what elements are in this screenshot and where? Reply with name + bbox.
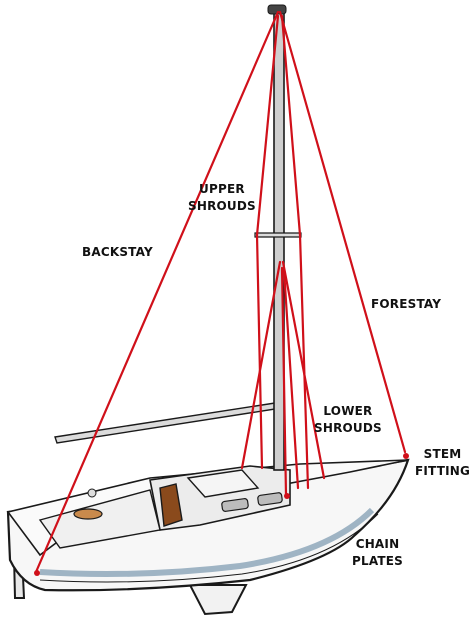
upper-shroud-left-lower (255, 233, 264, 470)
keel (188, 584, 248, 616)
cockpit-hatch (73, 508, 103, 520)
boom (54, 402, 276, 444)
label-forestay: FORESTAY (371, 297, 442, 311)
label-lower-shrouds: LOWER SHROUDS (314, 404, 382, 435)
cabin-window-2 (257, 492, 283, 506)
spreaders (254, 232, 302, 238)
label-backstay: BACKSTAY (82, 245, 153, 259)
upper-shroud-right (280, 14, 302, 237)
cabin-window-1 (221, 498, 249, 512)
chainplate-marker (284, 493, 290, 499)
cockpit (38, 489, 161, 549)
upper-shroud-left (255, 14, 280, 237)
stem-fitting-marker (403, 453, 409, 459)
lower-shroud-b (281, 260, 326, 480)
backstay-chainplate-marker (34, 570, 40, 576)
label-stem-fitting: STEM FITTING (415, 447, 471, 478)
companionway-wood (159, 483, 183, 527)
lower-shroud-a (240, 260, 282, 470)
mast (273, 9, 285, 471)
label-chain-plates: CHAIN PLATES (352, 537, 404, 568)
backstay-line (34, 10, 280, 574)
label-upper-shrouds: UPPER SHROUDS (188, 182, 256, 213)
hull-stripe (39, 507, 375, 577)
forestay-line (278, 10, 407, 454)
lower-shroud-c (280, 266, 288, 497)
rigging (34, 10, 407, 574)
lower-shroud-d (282, 268, 300, 490)
hull-stripe-line (39, 513, 379, 583)
cabin-hatch (186, 469, 260, 498)
upper-shroud-right-lower (298, 233, 310, 490)
winch (87, 488, 97, 498)
